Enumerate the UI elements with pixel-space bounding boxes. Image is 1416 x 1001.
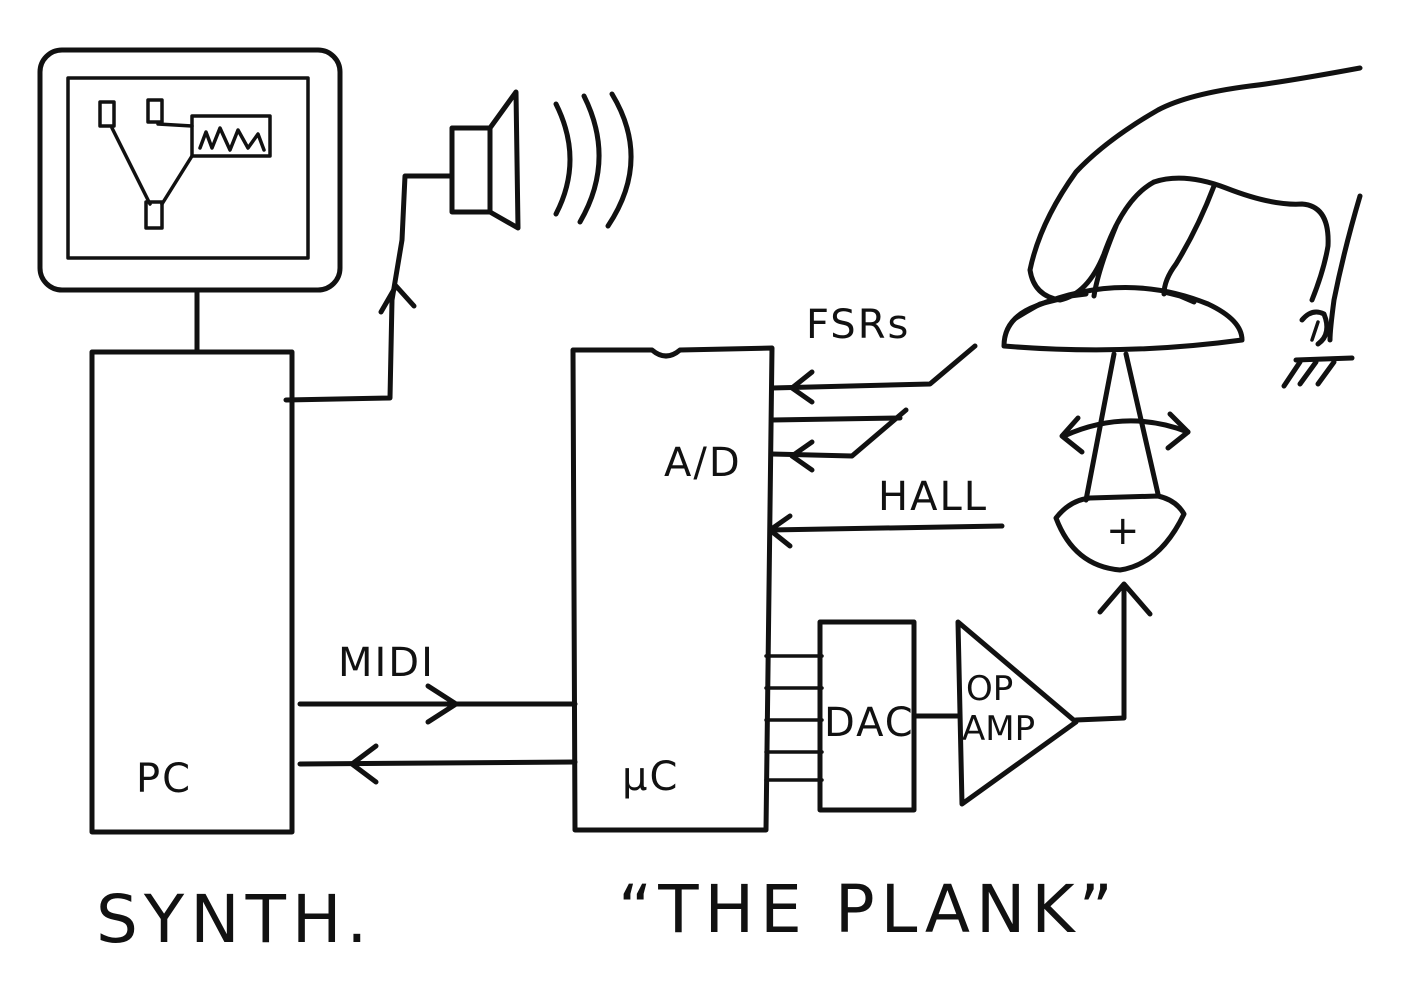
synth-label: SYNTH. — [96, 881, 373, 958]
monitor-icon — [40, 50, 340, 350]
summing-plus-label: + — [1106, 508, 1142, 554]
plank-dome — [1004, 287, 1242, 349]
midi-in-wire — [300, 746, 575, 782]
midi-out-wire — [300, 686, 575, 722]
hall-input-wire — [770, 516, 1002, 546]
pivot-rotation-arrow — [1062, 414, 1188, 452]
ad-label: A/D — [664, 440, 742, 486]
opamp-to-coil-wire — [1076, 584, 1150, 720]
ground-icon — [1284, 358, 1352, 386]
dac-data-bus — [766, 656, 822, 780]
hall-label: HALL — [878, 474, 988, 520]
fsrs-label: FSRs — [806, 302, 910, 348]
fsr-input-wires — [772, 346, 975, 470]
op-label: OP — [966, 669, 1013, 709]
amp-label: AMP — [962, 709, 1035, 749]
uc-label: μC — [622, 754, 679, 800]
pc-label: PC — [136, 756, 192, 802]
midi-label: MIDI — [338, 640, 435, 686]
plank-title: “THE PLANK” — [618, 871, 1119, 948]
speaker-icon — [452, 92, 631, 228]
dac-label: DAC — [824, 700, 915, 746]
screen-patch-graph-icon — [100, 100, 270, 228]
